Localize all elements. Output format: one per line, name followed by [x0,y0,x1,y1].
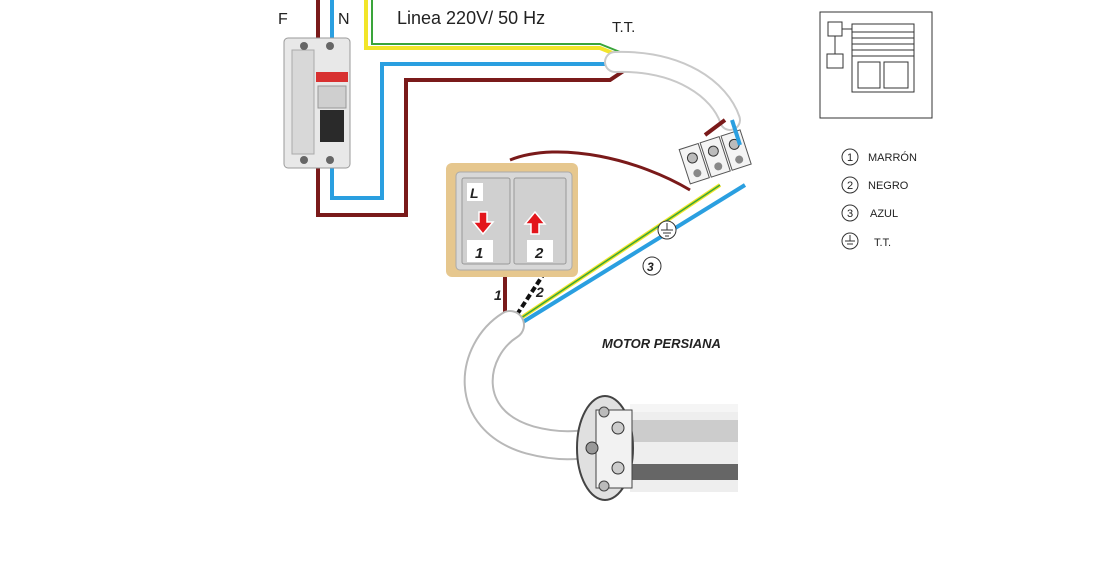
wire-2-number: 2 [535,284,544,300]
earth-top-label: T.T. [612,19,635,36]
breaker-icon [283,37,351,169]
line-label: Linea 220V/ 50 Hz [397,8,545,28]
switch-up-number: 2 [534,245,544,262]
legend-text-2: NEGRO [868,180,909,192]
neutral-label: N [338,11,350,28]
phase-label: F [278,11,288,28]
down-arrow-icon [471,211,495,236]
blue-wire-down [516,183,747,327]
legend-earth-icon [841,232,859,250]
switch-live-label: L [470,185,479,201]
supply-wires [316,0,621,58]
earth-wire-green [371,0,621,53]
legend-text-1: MARRÓN [868,151,917,164]
legend: 1 MARRÓN 2 NEGRO 3 AZUL T.T. [841,148,917,250]
wire-3-number: 3 [647,260,654,274]
legend-num-2: 2 [847,180,853,192]
phase-wire-out [316,68,627,217]
earth-wire-yellow [364,0,621,58]
double-switch [446,163,578,277]
wire-1-number: 1 [494,287,502,303]
switch-down-number: 1 [475,245,483,262]
motor-label: MOTOR PERSIANA [602,336,721,351]
legend-num-3: 3 [847,208,853,220]
wire-3-marker [642,256,662,276]
legend-num-1: 1 [847,152,853,164]
earth-symbol-icon [657,220,677,240]
up-arrow-icon [523,210,547,235]
switch-feed-wire [509,150,691,192]
legend-text-4: T.T. [874,237,891,249]
terminal-block [678,129,752,185]
window-blind-icon [819,11,933,119]
blind-motor [576,395,738,501]
legend-text-3: AZUL [870,208,898,220]
